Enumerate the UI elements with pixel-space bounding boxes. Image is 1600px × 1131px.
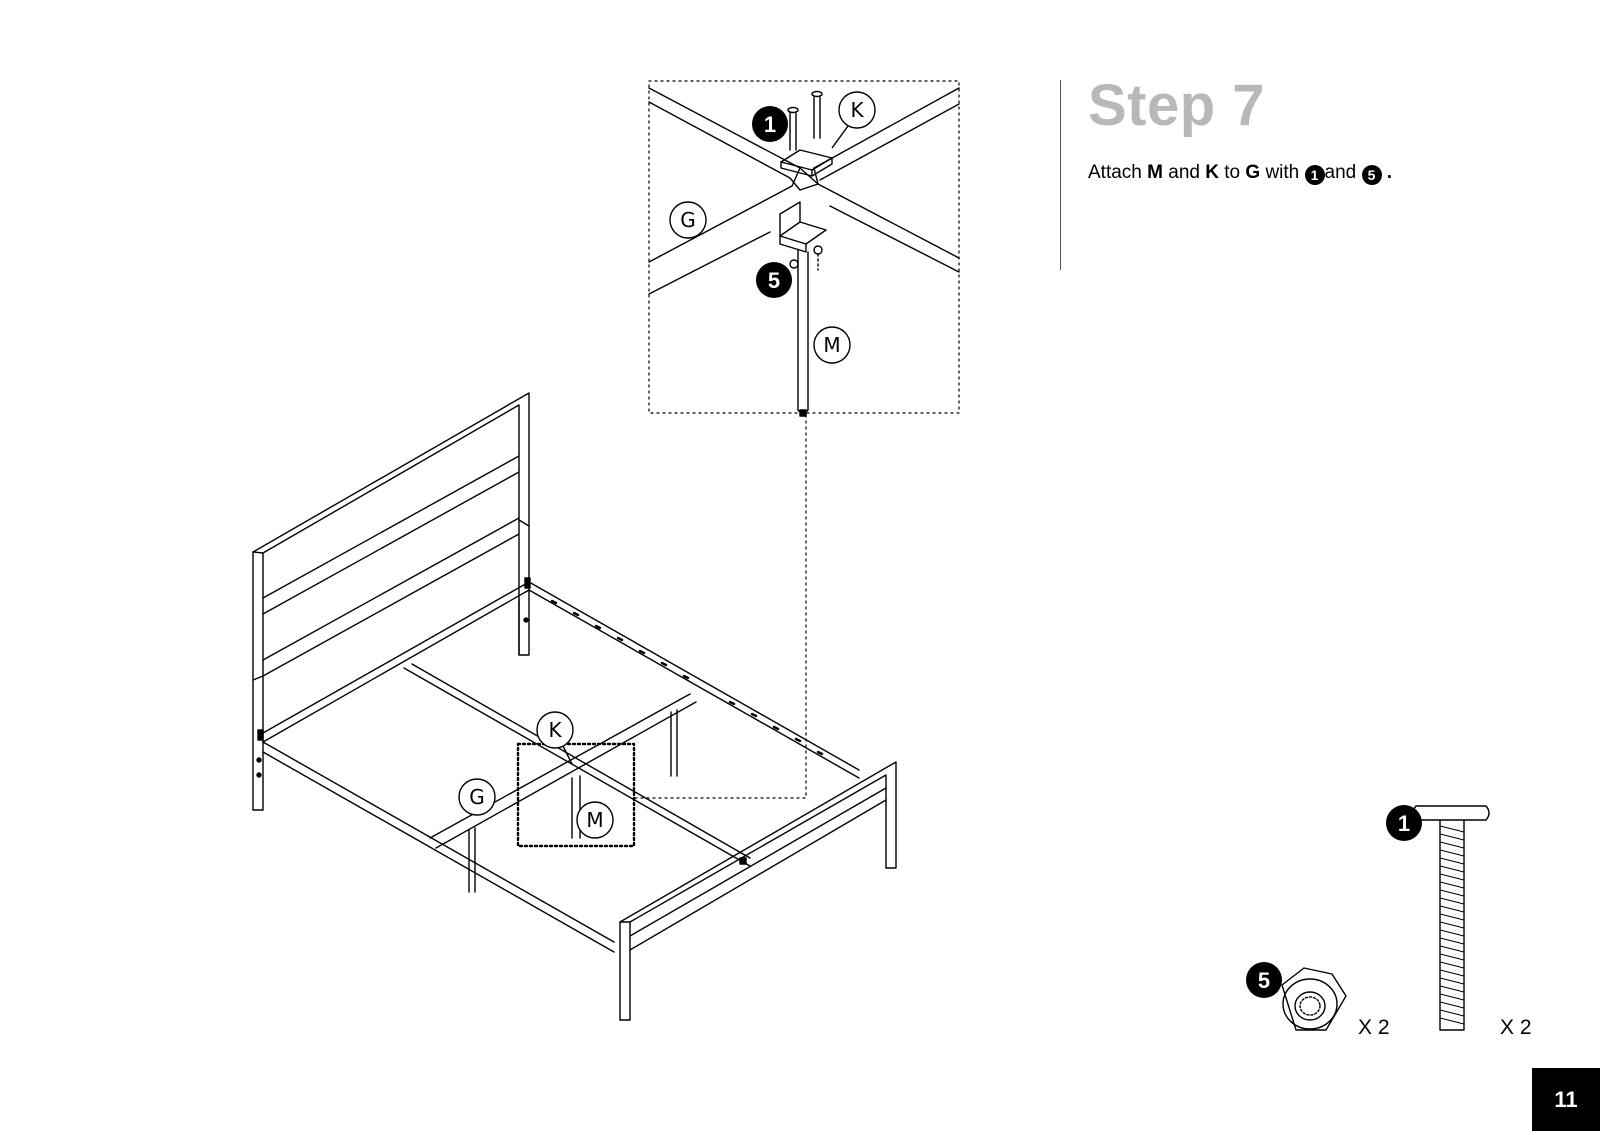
svg-text:M: M xyxy=(586,808,603,832)
svg-text:5: 5 xyxy=(768,268,780,293)
part-k-ref: K xyxy=(1205,162,1219,183)
callout-m-inset: M xyxy=(813,326,851,364)
page-number: 11 xyxy=(1532,1068,1600,1131)
callout-k-bed: K xyxy=(536,711,574,749)
svg-text:K: K xyxy=(850,98,864,122)
leg-m-drawing xyxy=(797,249,809,417)
part-g-ref: G xyxy=(1245,162,1261,183)
svg-text:1: 1 xyxy=(1398,811,1410,836)
part-m-ref: M xyxy=(1147,162,1163,183)
svg-text:K: K xyxy=(548,718,562,742)
svg-text:M: M xyxy=(823,333,840,357)
detail-inset xyxy=(633,80,960,799)
nut-hardware-drawing xyxy=(1281,967,1347,1031)
nut-quantity: X 2 xyxy=(1358,1016,1390,1039)
badge-5-inset: 5 xyxy=(756,262,792,298)
bolt-drawing-2 xyxy=(811,90,823,139)
bed-frame-drawing xyxy=(252,392,897,1021)
callout-m-bed: M xyxy=(576,801,614,839)
callout-g-inset: G xyxy=(669,201,707,239)
svg-text:G: G xyxy=(680,208,696,232)
step-title: Step 7 xyxy=(1088,73,1266,138)
svg-text:5: 5 xyxy=(1258,968,1270,993)
bolt-hardware-drawing xyxy=(1412,805,1490,1031)
svg-text:G: G xyxy=(469,785,485,809)
badge-1-inset: 1 xyxy=(752,106,788,142)
hardware-5-glyph: 5 xyxy=(1361,165,1382,185)
bolt-quantity: X 2 xyxy=(1500,1016,1532,1039)
zoom-box xyxy=(516,742,636,848)
nut-badge: 5 xyxy=(1246,962,1282,998)
header-divider xyxy=(1060,80,1061,270)
callout-g-bed: G xyxy=(458,778,496,816)
bolt-badge: 1 xyxy=(1386,805,1422,841)
svg-text:1: 1 xyxy=(764,112,776,137)
bolt-drawing-1 xyxy=(787,106,799,151)
hardware-1-glyph: 1 xyxy=(1304,165,1325,185)
callout-k-inset: K xyxy=(838,91,876,129)
